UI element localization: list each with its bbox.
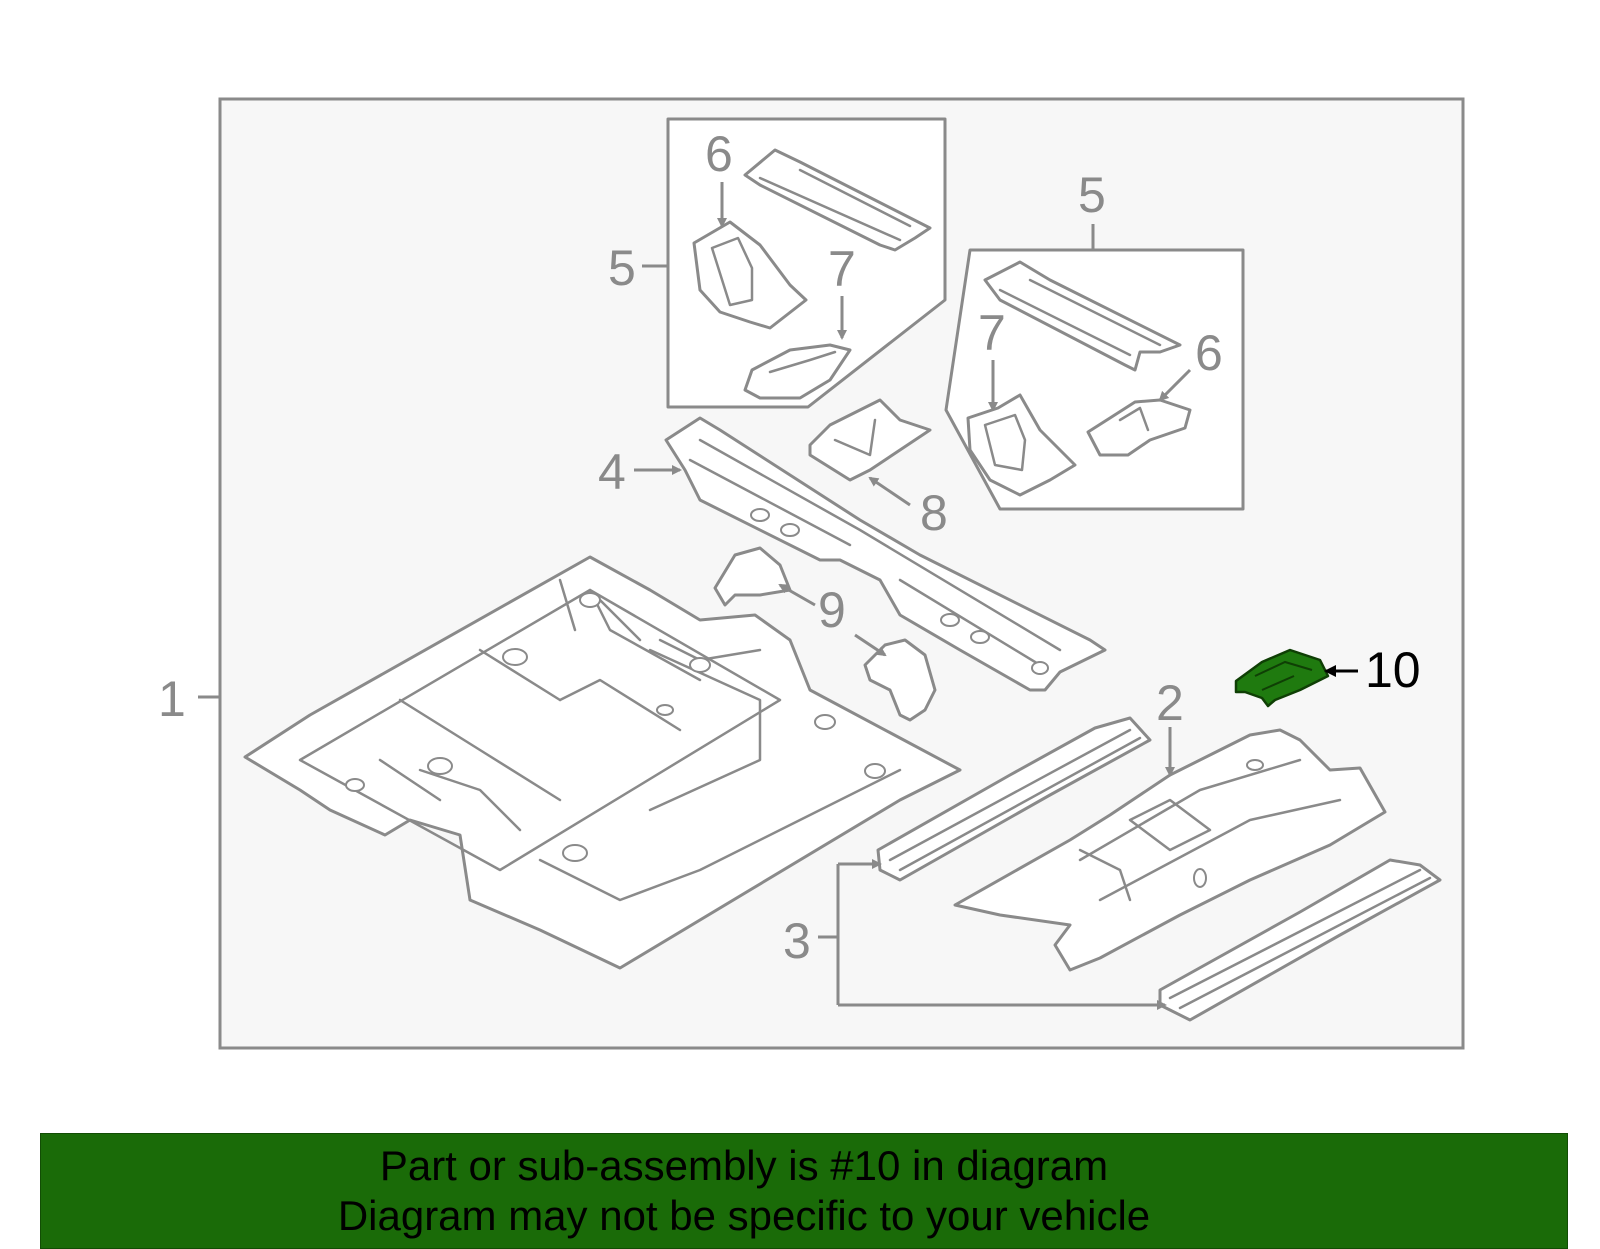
- callout-9-label: 9: [818, 582, 846, 638]
- callout-7-left[interactable]: 7: [828, 241, 856, 340]
- callout-6-right[interactable]: 6: [1158, 325, 1223, 402]
- callout-9[interactable]: 9: [778, 582, 887, 657]
- part-7-left: [743, 343, 852, 400]
- callout-5-right-label: 5: [1078, 167, 1106, 223]
- banner-line-2: Diagram may not be specific to your vehi…: [337, 1192, 1151, 1239]
- callout-3-label: 3: [783, 913, 811, 969]
- part-6-right: [1086, 398, 1192, 457]
- callout-3[interactable]: 3: [783, 859, 1167, 1010]
- callout-4-label: 4: [598, 444, 626, 500]
- callout-10-label: 10: [1365, 642, 1421, 698]
- callout-1-label: 1: [158, 671, 186, 727]
- callout-7-left-label: 7: [828, 241, 856, 297]
- info-banner: Part or sub-assembly is #10 in diagram D…: [40, 1133, 1568, 1249]
- callout-5-left[interactable]: 5: [608, 240, 668, 296]
- callout-2-label: 2: [1156, 675, 1184, 731]
- part-6-left: [692, 220, 808, 330]
- part-2: 2: [953, 675, 1387, 972]
- part-4: 4: [598, 416, 1107, 692]
- part-9: 9: [713, 546, 937, 722]
- part-3: 3: [783, 716, 1442, 1022]
- part-5-rail-right: [983, 260, 1182, 372]
- callout-10[interactable]: 10: [1324, 642, 1421, 698]
- inset-left: 5 6 7: [608, 117, 947, 409]
- callout-1[interactable]: 1: [158, 671, 220, 727]
- part-10-highlighted[interactable]: 10: [1234, 642, 1421, 708]
- callout-7-right[interactable]: 7: [978, 305, 1006, 412]
- callout-5-right[interactable]: 5: [1078, 167, 1106, 250]
- callout-8[interactable]: 8: [868, 476, 948, 541]
- part-5-rail-left: [743, 148, 932, 252]
- callout-6-left[interactable]: 6: [705, 126, 733, 228]
- callout-2[interactable]: 2: [1156, 675, 1184, 777]
- callout-8-label: 8: [920, 485, 948, 541]
- callout-4[interactable]: 4: [598, 444, 682, 500]
- part-7-right: [966, 393, 1077, 497]
- banner-line-1: Part or sub-assembly is #10 in diagram: [379, 1142, 1109, 1189]
- callout-6-right-label: 6: [1195, 325, 1223, 381]
- callout-7-right-label: 7: [978, 305, 1006, 361]
- callout-5-left-label: 5: [608, 240, 636, 296]
- part-8: 8: [808, 398, 948, 541]
- inset-right: 5 6 7: [944, 167, 1245, 511]
- callout-6-left-label: 6: [705, 126, 733, 182]
- part-1-floor-pan: [243, 555, 962, 970]
